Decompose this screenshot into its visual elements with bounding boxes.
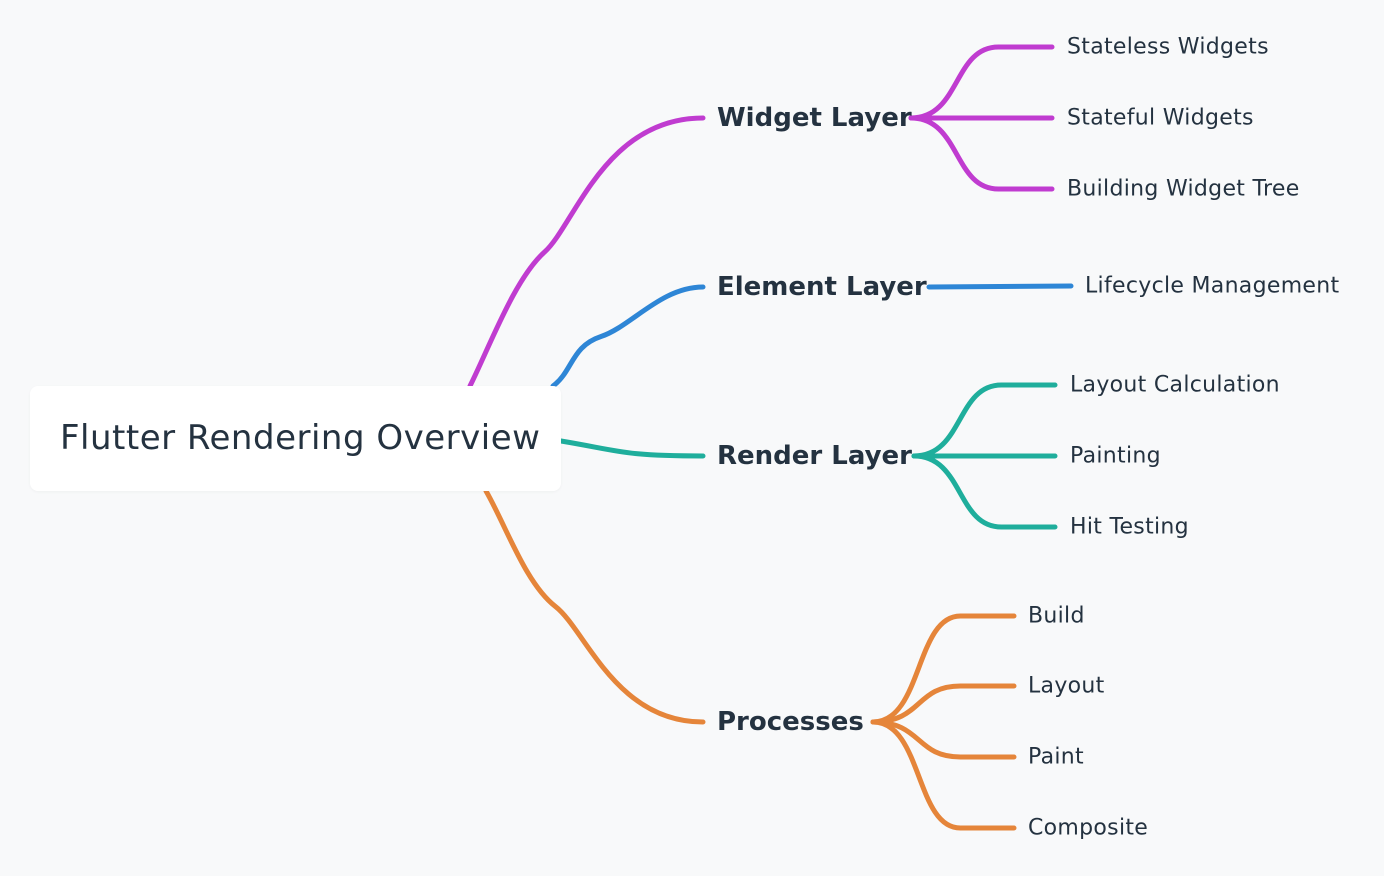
branch-node-widget-layer[interactable]: Widget Layer: [717, 103, 912, 133]
leaf-node-composite[interactable]: Composite: [1028, 815, 1149, 841]
edge-element-layer-to-lifecycle-management: [926, 283, 1074, 290]
leaf-node-layout-calculation[interactable]: Layout Calculation: [1070, 372, 1280, 398]
edge-root-to-widget-layer: [467, 115, 706, 389]
leaf-node-layout[interactable]: Layout: [1028, 673, 1105, 699]
edge-processes-to-composite: [870, 719, 1017, 831]
leaf-node-hit-testing[interactable]: Hit Testing: [1070, 514, 1189, 540]
root-node[interactable]: [30, 386, 561, 491]
edge-root-to-render-layer: [558, 438, 706, 459]
branch-node-render-layer[interactable]: Render Layer: [717, 441, 912, 471]
edge-root-to-element-layer: [550, 284, 706, 389]
leaf-node-stateful-widgets[interactable]: Stateful Widgets: [1067, 105, 1254, 131]
leaf-node-stateless-widgets[interactable]: Stateless Widgets: [1067, 34, 1269, 60]
edge-root-to-processes: [483, 488, 706, 725]
edge-widget-layer-to-stateless-widgets: [908, 44, 1055, 121]
root-node-label: Flutter Rendering Overview: [60, 418, 541, 458]
leaf-node-paint[interactable]: Paint: [1028, 744, 1084, 770]
leaf-node-building-widget-tree[interactable]: Building Widget Tree: [1067, 176, 1300, 202]
leaf-node-build[interactable]: Build: [1028, 603, 1085, 629]
leaf-node-lifecycle-management[interactable]: Lifecycle Management: [1085, 273, 1340, 299]
edge-render-layer-to-hit-testing: [911, 453, 1058, 530]
edge-processes-to-layout: [870, 683, 1017, 725]
edge-widget-layer-to-building-widget-tree: [908, 115, 1055, 192]
leaf-node-painting[interactable]: Painting: [1070, 443, 1161, 469]
edge-processes-to-build: [870, 613, 1017, 725]
branch-node-processes[interactable]: Processes: [717, 707, 864, 737]
edge-render-layer-to-layout-calculation: [911, 382, 1058, 459]
branch-node-element-layer[interactable]: Element Layer: [717, 272, 927, 302]
